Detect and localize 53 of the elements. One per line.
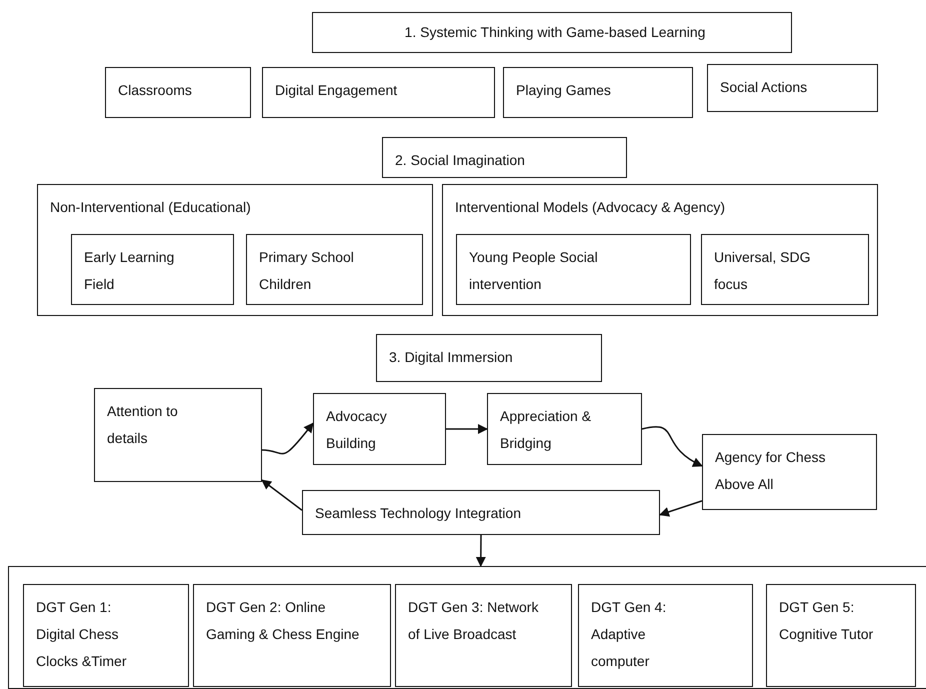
group-box xyxy=(442,184,878,316)
process-box xyxy=(193,584,391,687)
node-text: Classrooms xyxy=(118,81,193,100)
arrow xyxy=(446,424,488,434)
process-box xyxy=(456,234,691,305)
group-box xyxy=(37,184,433,316)
process-box xyxy=(395,584,572,687)
node-text: DGT Gen 2: Online Gaming & Chess Engine xyxy=(206,598,360,644)
node-text: Social Actions xyxy=(720,78,808,97)
process-box xyxy=(313,393,446,465)
node-text: Early Learning Field xyxy=(84,248,176,294)
arrow xyxy=(262,422,314,454)
node-text: Non-Interventional (Educational) xyxy=(50,198,252,217)
process-box xyxy=(578,584,753,687)
node-text: 3. Digital Immersion xyxy=(389,348,514,367)
process-box xyxy=(71,234,234,305)
node-text: DGT Gen 4: Adaptive computer xyxy=(591,598,668,671)
arrow xyxy=(659,500,702,517)
process-box xyxy=(105,67,251,118)
group-box xyxy=(8,566,926,689)
node-text: Advocacy Building xyxy=(326,407,388,453)
node-text: Seamless Technology Integration xyxy=(315,504,522,523)
node-text: Digital Engagement xyxy=(275,81,398,100)
node-text: 2. Social Imagination xyxy=(395,151,526,170)
process-box xyxy=(94,388,262,482)
process-box xyxy=(702,434,877,510)
process-box xyxy=(487,393,642,465)
node-text: Interventional Models (Advocacy & Agency) xyxy=(455,198,726,217)
process-box xyxy=(701,234,869,305)
process-box xyxy=(246,234,423,305)
node-text: Attention to details xyxy=(107,402,179,448)
process-box xyxy=(707,64,878,112)
heading-box xyxy=(382,137,627,178)
node-text: Appreciation & Bridging xyxy=(500,407,592,453)
node-text: 1. Systemic Thinking with Game-based Learning xyxy=(404,23,706,42)
node-text: DGT Gen 1: Digital Chess Clocks &Timer xyxy=(36,598,128,671)
arrow xyxy=(476,535,486,567)
node-text: DGT Gen 5: Cognitive Tutor xyxy=(779,598,874,644)
node-text: Young People Social intervention xyxy=(469,248,599,294)
node-text: Universal, SDG focus xyxy=(714,248,812,294)
process-box xyxy=(766,584,916,687)
node-text: DGT Gen 3: Network of Live Broadcast xyxy=(408,598,540,644)
process-box xyxy=(262,67,495,118)
process-box xyxy=(302,490,660,535)
process-box xyxy=(23,584,189,687)
arrow xyxy=(261,480,302,511)
node-text: Agency for Chess Above All xyxy=(715,448,826,494)
node-text: Playing Games xyxy=(516,81,612,100)
process-box xyxy=(503,67,693,118)
heading-box xyxy=(376,334,602,382)
arrow xyxy=(642,426,703,467)
node-text: Primary School Children xyxy=(259,248,355,294)
heading-box xyxy=(312,12,792,53)
